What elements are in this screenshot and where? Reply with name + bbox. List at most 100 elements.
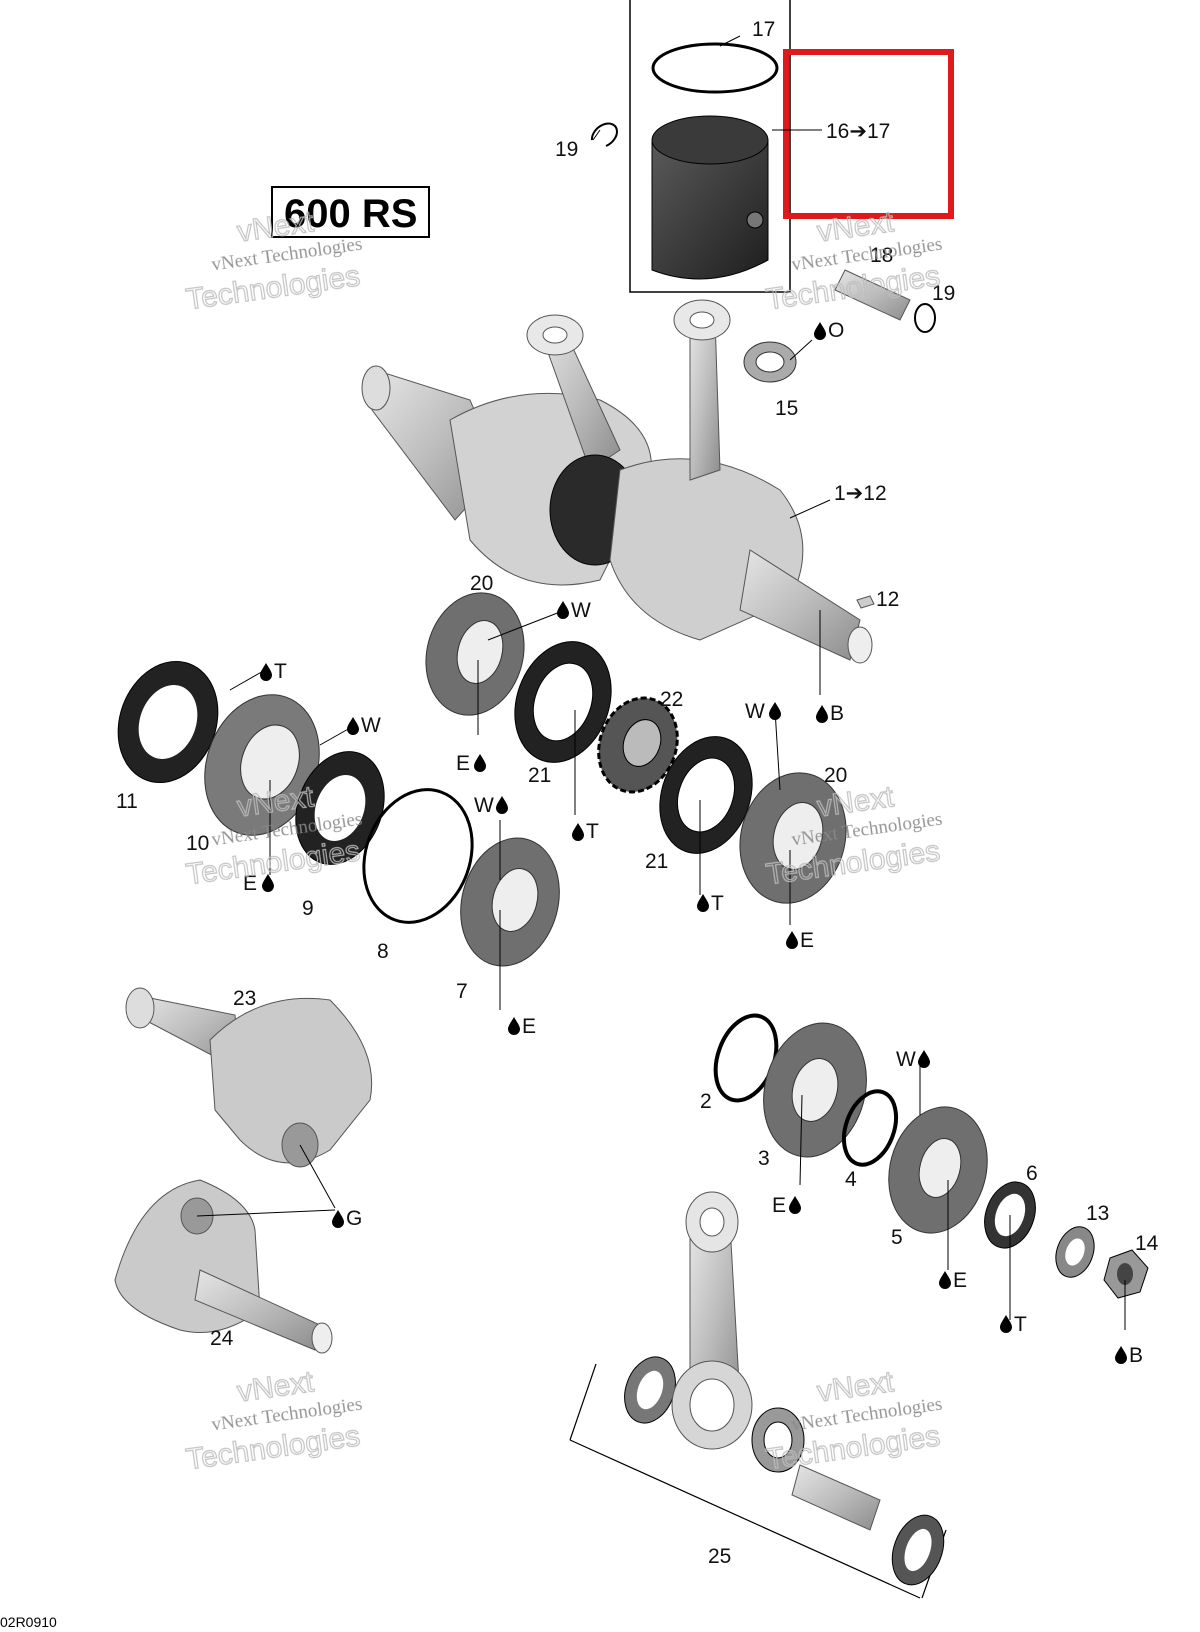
bearing-3 bbox=[763, 1022, 867, 1158]
label-9: 9 bbox=[302, 897, 314, 920]
svg-text:W: W bbox=[745, 700, 765, 723]
seal-9 bbox=[295, 751, 385, 865]
svg-text:W: W bbox=[361, 714, 381, 737]
lube-T-b: T bbox=[572, 820, 599, 843]
label-13: 13 bbox=[1086, 1202, 1109, 1225]
svg-text:Technologies: Technologies bbox=[184, 259, 362, 316]
lube-O: O bbox=[814, 319, 844, 342]
part-labels: 17 19 18 19 15 1➔12 12 20 11 10 9 8 7 21… bbox=[116, 18, 1159, 1568]
bearing-5 bbox=[888, 1106, 988, 1234]
svg-text:W: W bbox=[571, 599, 591, 622]
svg-text:T: T bbox=[1014, 1313, 1027, 1336]
svg-text:W: W bbox=[474, 794, 494, 817]
svg-text:E: E bbox=[772, 1194, 786, 1217]
piston-16 bbox=[651, 115, 769, 280]
label-20a: 20 bbox=[470, 572, 493, 595]
label-20b: 20 bbox=[824, 764, 847, 787]
key-12 bbox=[856, 595, 875, 609]
svg-text:O: O bbox=[828, 319, 844, 342]
svg-text:E: E bbox=[522, 1015, 536, 1038]
seal-21b bbox=[659, 736, 753, 854]
bearing-7 bbox=[460, 837, 560, 967]
crankshaft-assembly bbox=[361, 299, 873, 664]
svg-text:E: E bbox=[456, 752, 470, 775]
leader-lines bbox=[196, 35, 1126, 1330]
label-24: 24 bbox=[210, 1327, 234, 1350]
label-6: 6 bbox=[1026, 1162, 1038, 1185]
piston-ring-17 bbox=[651, 42, 779, 94]
o-ring-8 bbox=[362, 788, 474, 924]
lube-W-a: W bbox=[557, 599, 591, 622]
label-19a: 19 bbox=[555, 138, 578, 161]
label-3: 3 bbox=[758, 1147, 770, 1170]
model-title: 600 RS bbox=[284, 192, 417, 236]
label-21b: 21 bbox=[645, 850, 668, 873]
gear-22 bbox=[597, 696, 679, 794]
lube-W-e: W bbox=[896, 1048, 930, 1071]
label-14: 14 bbox=[1135, 1232, 1159, 1255]
label-1-12: 1➔12 bbox=[834, 482, 887, 505]
label-8: 8 bbox=[377, 940, 389, 963]
seal-21a bbox=[514, 641, 612, 763]
lube-W-c: W bbox=[745, 700, 781, 723]
svg-text:W: W bbox=[896, 1048, 916, 1071]
lube-E-c: E bbox=[786, 929, 814, 952]
crank-half-23 bbox=[125, 987, 373, 1168]
lube-G: G bbox=[332, 1207, 362, 1230]
label-19b: 19 bbox=[932, 282, 955, 305]
crank-half-24 bbox=[114, 1179, 333, 1354]
label-10: 10 bbox=[186, 832, 209, 855]
lube-E-f: E bbox=[939, 1269, 967, 1292]
label-17: 17 bbox=[752, 18, 775, 41]
highlight-box bbox=[783, 49, 954, 219]
label-22: 22 bbox=[660, 688, 683, 711]
needle-bearing-15 bbox=[743, 341, 797, 383]
label-4: 4 bbox=[845, 1168, 857, 1191]
circlip-19 bbox=[590, 122, 618, 147]
connecting-rod-kit-25 bbox=[569, 1191, 947, 1599]
label-5: 5 bbox=[891, 1226, 903, 1249]
figure-reference: 02R0910 bbox=[0, 1614, 57, 1630]
label-23: 23 bbox=[233, 987, 256, 1010]
svg-text:E: E bbox=[953, 1269, 967, 1292]
lube-B-a: B bbox=[816, 702, 844, 725]
lube-W-d: W bbox=[474, 794, 508, 817]
oil-seal-11 bbox=[117, 660, 219, 784]
svg-text:E: E bbox=[243, 872, 257, 895]
label-11: 11 bbox=[116, 790, 138, 813]
nut-14 bbox=[1103, 1249, 1149, 1299]
svg-text:Technologies: Technologies bbox=[184, 1419, 362, 1476]
label-18: 18 bbox=[870, 244, 893, 267]
washer-13 bbox=[1055, 1226, 1095, 1278]
svg-text:B: B bbox=[830, 702, 844, 725]
label-15: 15 bbox=[775, 397, 798, 420]
svg-text:B: B bbox=[1129, 1344, 1143, 1367]
lube-T-a: T bbox=[260, 660, 287, 683]
lube-E-b: E bbox=[243, 872, 274, 895]
lube-W-b: W bbox=[347, 714, 381, 737]
lube-E-d: E bbox=[508, 1015, 536, 1038]
lube-E-e: E bbox=[772, 1194, 801, 1217]
bearing-10 bbox=[204, 694, 320, 836]
svg-text:T: T bbox=[586, 820, 599, 843]
label-21a: 21 bbox=[528, 764, 551, 787]
label-2: 2 bbox=[700, 1090, 712, 1113]
label-25: 25 bbox=[708, 1545, 731, 1568]
svg-text:T: T bbox=[274, 660, 287, 683]
svg-text:T: T bbox=[711, 892, 724, 915]
lube-T-d: T bbox=[1000, 1313, 1027, 1336]
circlip-19b bbox=[914, 303, 936, 333]
label-12: 12 bbox=[876, 588, 899, 611]
lube-E-a: E bbox=[456, 752, 486, 775]
lube-B-b: B bbox=[1115, 1344, 1143, 1367]
highlight-label: 16➔17 bbox=[826, 120, 890, 143]
svg-text:E: E bbox=[800, 929, 814, 952]
label-7: 7 bbox=[456, 980, 468, 1003]
piston-kit-box bbox=[590, 0, 791, 293]
model-title-box bbox=[271, 186, 430, 238]
lube-T-c: T bbox=[697, 892, 724, 915]
piston-pin-18 bbox=[834, 269, 911, 321]
bearing-20a bbox=[425, 592, 525, 716]
watermark-5: vNext vNext Technologies Technologies bbox=[183, 1365, 363, 1477]
